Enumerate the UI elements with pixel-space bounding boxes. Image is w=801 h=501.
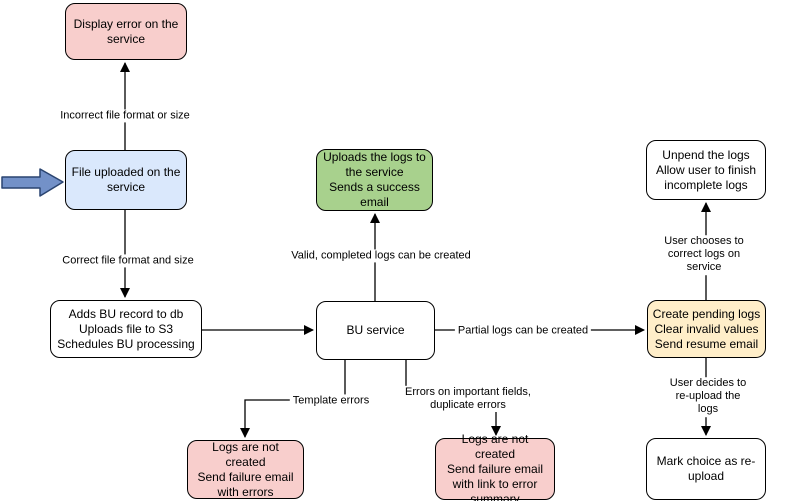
edge-label-correct-format: Correct file format and size [59, 254, 197, 268]
edge-label-valid-logs: Valid, completed logs can be created [288, 249, 474, 263]
node-mark-reupload-label: Mark choice as re- upload [656, 454, 756, 483]
node-display-error-label: Display error on the service [73, 16, 179, 46]
edge-label-user-corrects: User chooses to correct logs on service [655, 235, 753, 275]
edge-label-important-field-errors: Errors on important fields, duplicate er… [402, 385, 534, 413]
node-unpend-logs-label: Unpend the logs Allow user to finish inc… [655, 147, 757, 192]
node-logs-not-created-summary: Logs are not created Send failure email … [435, 432, 555, 501]
node-create-pending-logs: Create pending logs Clear invalid values… [647, 300, 766, 358]
node-bu-service: BU service [316, 301, 435, 360]
node-logs-not-created-errors: Logs are not created Send failure email … [187, 440, 304, 499]
node-uploads-logs: Uploads the logs to the service Sends a … [316, 149, 433, 211]
node-bu-service-label: BU service [346, 323, 405, 337]
node-logs-not-created-errors-label: Logs are not created Send failure email … [197, 439, 294, 499]
node-create-pending-logs-label: Create pending logs Clear invalid values… [652, 306, 761, 351]
entry-arrow-icon [1, 168, 64, 197]
node-mark-reupload: Mark choice as re- upload [646, 438, 766, 500]
edge-label-partial-logs: Partial logs can be created [454, 324, 592, 338]
edge-label-user-reuploads: User decides to re-upload the logs [661, 377, 755, 417]
edge-label-template-errors: Template errors [289, 394, 373, 408]
node-file-uploaded-label: File uploaded on the service [71, 165, 181, 194]
node-logs-not-created-summary-label: Logs are not created Send failure email … [446, 431, 544, 501]
node-display-error: Display error on the service [65, 3, 187, 60]
node-file-uploaded: File uploaded on the service [65, 150, 187, 210]
node-uploads-logs-label: Uploads the logs to the service Sends a … [323, 150, 426, 209]
node-adds-bu-record-label: Adds BU record to db Uploads file to S3 … [57, 306, 195, 351]
node-adds-bu-record: Adds BU record to db Uploads file to S3 … [50, 300, 202, 358]
node-unpend-logs: Unpend the logs Allow user to finish inc… [646, 140, 766, 200]
edge-label-incorrect-format: Incorrect file format or size [57, 109, 193, 123]
